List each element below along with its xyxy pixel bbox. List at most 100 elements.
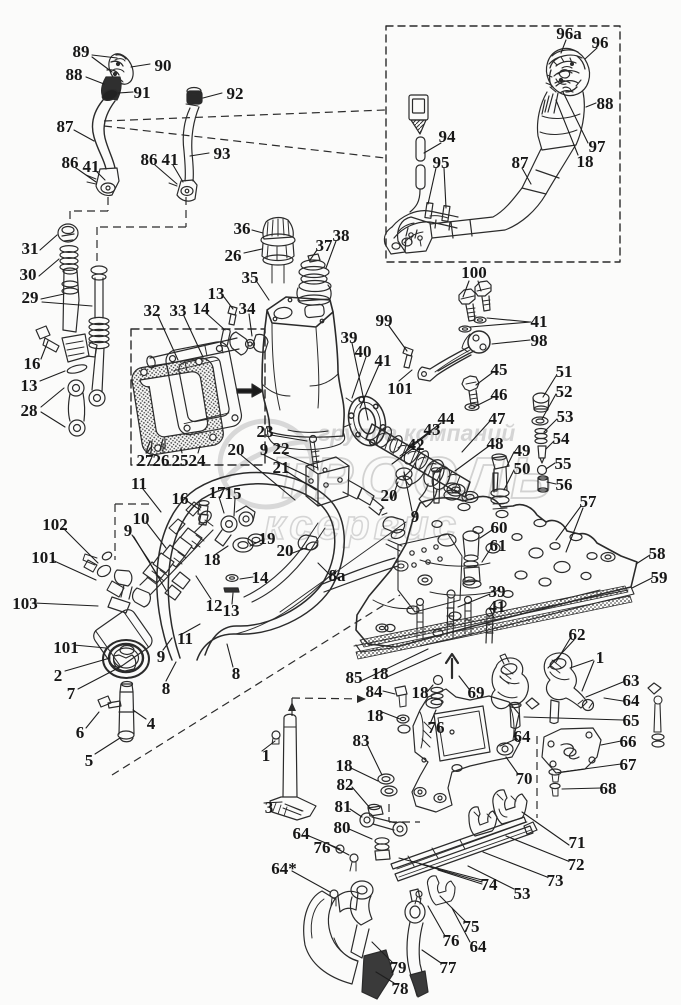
svg-text:5: 5 <box>85 751 94 770</box>
svg-text:49: 49 <box>514 441 531 460</box>
svg-text:34: 34 <box>239 299 257 318</box>
svg-text:64: 64 <box>293 824 311 843</box>
svg-text:29: 29 <box>22 288 39 307</box>
svg-text:88: 88 <box>66 65 83 84</box>
svg-text:56: 56 <box>556 475 573 494</box>
svg-text:87: 87 <box>512 153 530 172</box>
svg-text:89: 89 <box>73 42 90 61</box>
svg-text:81: 81 <box>335 797 352 816</box>
svg-text:41: 41 <box>531 312 548 331</box>
svg-text:87: 87 <box>57 117 75 136</box>
svg-text:18: 18 <box>577 152 594 171</box>
svg-text:67: 67 <box>620 755 638 774</box>
svg-text:70: 70 <box>516 769 533 788</box>
svg-text:3: 3 <box>265 798 274 817</box>
svg-text:25: 25 <box>172 451 189 470</box>
svg-text:64: 64 <box>470 937 488 956</box>
svg-text:33: 33 <box>170 301 187 320</box>
svg-text:93: 93 <box>214 144 231 163</box>
svg-text:57: 57 <box>580 492 598 511</box>
svg-text:10: 10 <box>133 509 150 528</box>
svg-text:38: 38 <box>333 226 350 245</box>
svg-text:36: 36 <box>234 219 251 238</box>
svg-text:12: 12 <box>206 596 223 615</box>
svg-text:18: 18 <box>336 756 353 775</box>
svg-text:90: 90 <box>155 56 172 75</box>
svg-text:24: 24 <box>189 451 207 470</box>
svg-text:ксервис: ксервис <box>264 501 460 548</box>
svg-text:53: 53 <box>557 407 574 426</box>
svg-text:61: 61 <box>490 536 507 555</box>
svg-text:82: 82 <box>337 775 354 794</box>
svg-text:78: 78 <box>392 979 409 998</box>
svg-text:20: 20 <box>277 541 294 560</box>
svg-text:35: 35 <box>242 268 259 287</box>
svg-text:9: 9 <box>260 440 269 459</box>
svg-text:46: 46 <box>491 385 508 404</box>
svg-text:26: 26 <box>225 246 242 265</box>
svg-text:16: 16 <box>172 489 189 508</box>
svg-text:8: 8 <box>232 664 241 683</box>
svg-text:41: 41 <box>489 597 506 616</box>
svg-text:9: 9 <box>124 521 133 540</box>
svg-text:11: 11 <box>177 629 193 648</box>
svg-text:86: 86 <box>141 150 158 169</box>
svg-text:58: 58 <box>649 544 666 563</box>
svg-text:76: 76 <box>314 838 331 857</box>
svg-text:54: 54 <box>553 429 571 448</box>
svg-text:27: 27 <box>137 451 155 470</box>
svg-text:83: 83 <box>353 731 370 750</box>
svg-text:98: 98 <box>531 331 548 350</box>
svg-text:48: 48 <box>487 434 504 453</box>
svg-text:13: 13 <box>223 601 240 620</box>
svg-text:101: 101 <box>31 548 57 567</box>
svg-text:32: 32 <box>144 301 161 320</box>
svg-text:53: 53 <box>514 884 531 903</box>
svg-text:13: 13 <box>208 284 225 303</box>
svg-text:22: 22 <box>273 439 290 458</box>
svg-text:50: 50 <box>514 459 531 478</box>
svg-text:100: 100 <box>461 263 487 282</box>
svg-text:51: 51 <box>556 362 573 381</box>
svg-text:55: 55 <box>555 454 572 473</box>
svg-text:41: 41 <box>375 351 392 370</box>
svg-text:7: 7 <box>67 684 76 703</box>
svg-text:45: 45 <box>491 360 508 379</box>
svg-text:60: 60 <box>491 518 508 537</box>
svg-text:21: 21 <box>273 458 290 477</box>
svg-text:101: 101 <box>387 379 413 398</box>
svg-text:97: 97 <box>589 137 607 156</box>
svg-text:20: 20 <box>381 486 398 505</box>
svg-text:18: 18 <box>372 664 389 683</box>
svg-text:23: 23 <box>257 422 274 441</box>
svg-text:71: 71 <box>569 833 586 852</box>
svg-text:4: 4 <box>147 714 156 733</box>
svg-text:72: 72 <box>568 855 585 874</box>
svg-text:47: 47 <box>489 409 507 428</box>
svg-text:18: 18 <box>204 550 221 569</box>
svg-text:14: 14 <box>193 299 211 318</box>
svg-text:52: 52 <box>556 382 573 401</box>
svg-text:37: 37 <box>316 236 334 255</box>
svg-text:62: 62 <box>569 625 586 644</box>
svg-text:75: 75 <box>463 917 480 936</box>
svg-text:64*: 64* <box>271 859 297 878</box>
svg-text:8: 8 <box>162 679 171 698</box>
svg-text:64: 64 <box>514 727 532 746</box>
svg-text:16: 16 <box>24 354 41 373</box>
svg-text:41: 41 <box>162 150 179 169</box>
svg-text:19: 19 <box>259 529 276 548</box>
svg-text:28: 28 <box>21 401 38 420</box>
svg-text:44: 44 <box>438 409 456 428</box>
svg-text:14: 14 <box>252 568 270 587</box>
svg-text:76: 76 <box>443 931 460 950</box>
svg-text:86: 86 <box>62 153 79 172</box>
svg-text:68: 68 <box>600 779 617 798</box>
svg-text:30: 30 <box>20 265 37 284</box>
svg-text:80: 80 <box>334 818 351 837</box>
svg-text:31: 31 <box>22 239 39 258</box>
svg-text:65: 65 <box>623 711 640 730</box>
svg-text:2: 2 <box>54 666 63 685</box>
svg-text:6: 6 <box>76 723 85 742</box>
svg-text:99: 99 <box>376 311 393 330</box>
